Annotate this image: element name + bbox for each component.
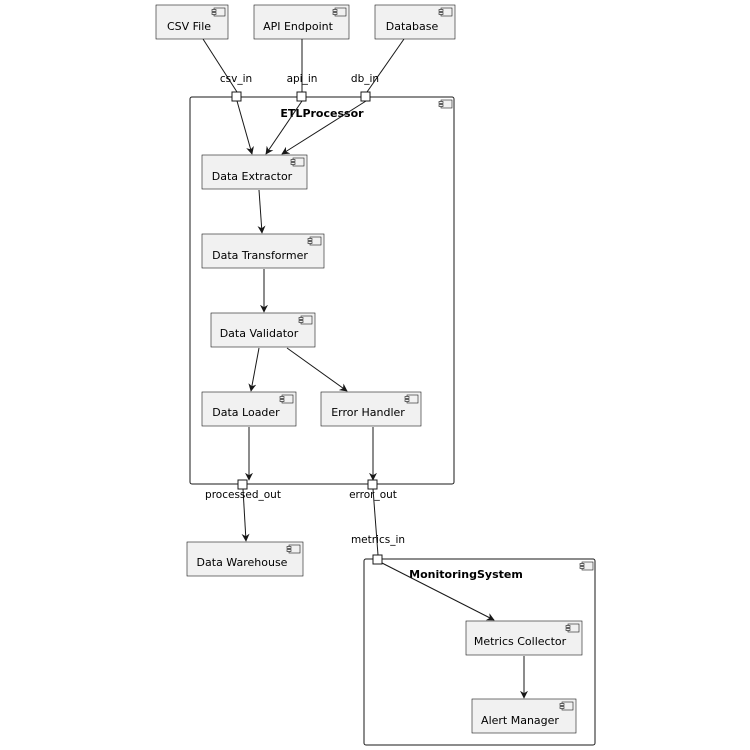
edge-api-in-to-extractor [265,100,303,155]
monitoring-system-title: MonitoringSystem [409,568,523,581]
component-icon [438,99,453,109]
edge-validator-to-loader [248,347,260,392]
edge-csv-in-to-extractor [236,100,254,155]
component-icon [290,157,305,167]
api-endpoint-component[interactable]: API Endpoint [253,4,350,40]
edge-db-in-to-extractor [281,100,367,155]
db-in-port[interactable] [360,91,371,102]
edge-processed-out-to-warehouse [241,488,250,542]
csv-in-port-label: csv_in [220,73,252,85]
component-icon [307,236,322,246]
data-loader-component[interactable]: Data Loader [201,391,297,427]
edge-validator-to-error-handler [286,347,348,392]
data-transformer-component[interactable]: Data Transformer [201,233,325,269]
data-warehouse-component[interactable]: Data Warehouse [186,541,304,577]
data-extractor-label: Data Extractor [212,170,293,183]
edge-metrics-in-to-collector [381,562,495,621]
error-out-port-label: error_out [349,489,397,501]
data-loader-label: Data Loader [212,406,280,419]
database-component[interactable]: Database [374,4,456,40]
component-icon [279,394,294,404]
db-in-port-label: db_in [351,73,379,85]
edge-csv-to-port [202,38,238,93]
component-icon [579,561,594,571]
edge-db-to-port [366,38,405,93]
error-handler-label: Error Handler [331,406,405,419]
component-icon [565,623,580,633]
component-icon [298,315,313,325]
api-in-port-label: api_in [287,73,318,85]
component-icon [332,7,347,17]
alert-manager-component[interactable]: Alert Manager [471,698,577,734]
edge-error-out-to-metrics-in [372,488,379,556]
error-out-port[interactable] [367,479,378,490]
processed-out-port[interactable] [237,479,248,490]
data-transformer-label: Data Transformer [212,249,308,262]
error-handler-component[interactable]: Error Handler [320,391,422,427]
data-validator-label: Data Validator [220,327,299,340]
metrics-in-port[interactable] [372,554,383,565]
component-icon [211,7,226,17]
alert-manager-label: Alert Manager [481,714,559,727]
metrics-collector-label: Metrics Collector [474,635,567,648]
edge-extractor-to-transformer [257,189,266,234]
database-label: Database [386,20,439,33]
data-extractor-component[interactable]: Data Extractor [201,154,308,190]
metrics-in-port-label: metrics_in [351,534,405,546]
component-icon [438,7,453,17]
component-icon [559,701,574,711]
csv-in-port[interactable] [231,91,242,102]
component-icon [286,544,301,554]
csv-file-label: CSV File [167,20,211,33]
processed-out-port-label: processed_out [205,489,281,501]
api-in-port[interactable] [296,91,307,102]
csv-file-component[interactable]: CSV File [155,4,229,40]
data-warehouse-label: Data Warehouse [197,556,288,569]
data-validator-component[interactable]: Data Validator [210,312,316,348]
etl-processor-title: ETLProcessor [280,107,364,120]
api-endpoint-label: API Endpoint [263,20,334,33]
component-icon [404,394,419,404]
metrics-collector-component[interactable]: Metrics Collector [465,620,583,656]
edges [202,38,528,699]
